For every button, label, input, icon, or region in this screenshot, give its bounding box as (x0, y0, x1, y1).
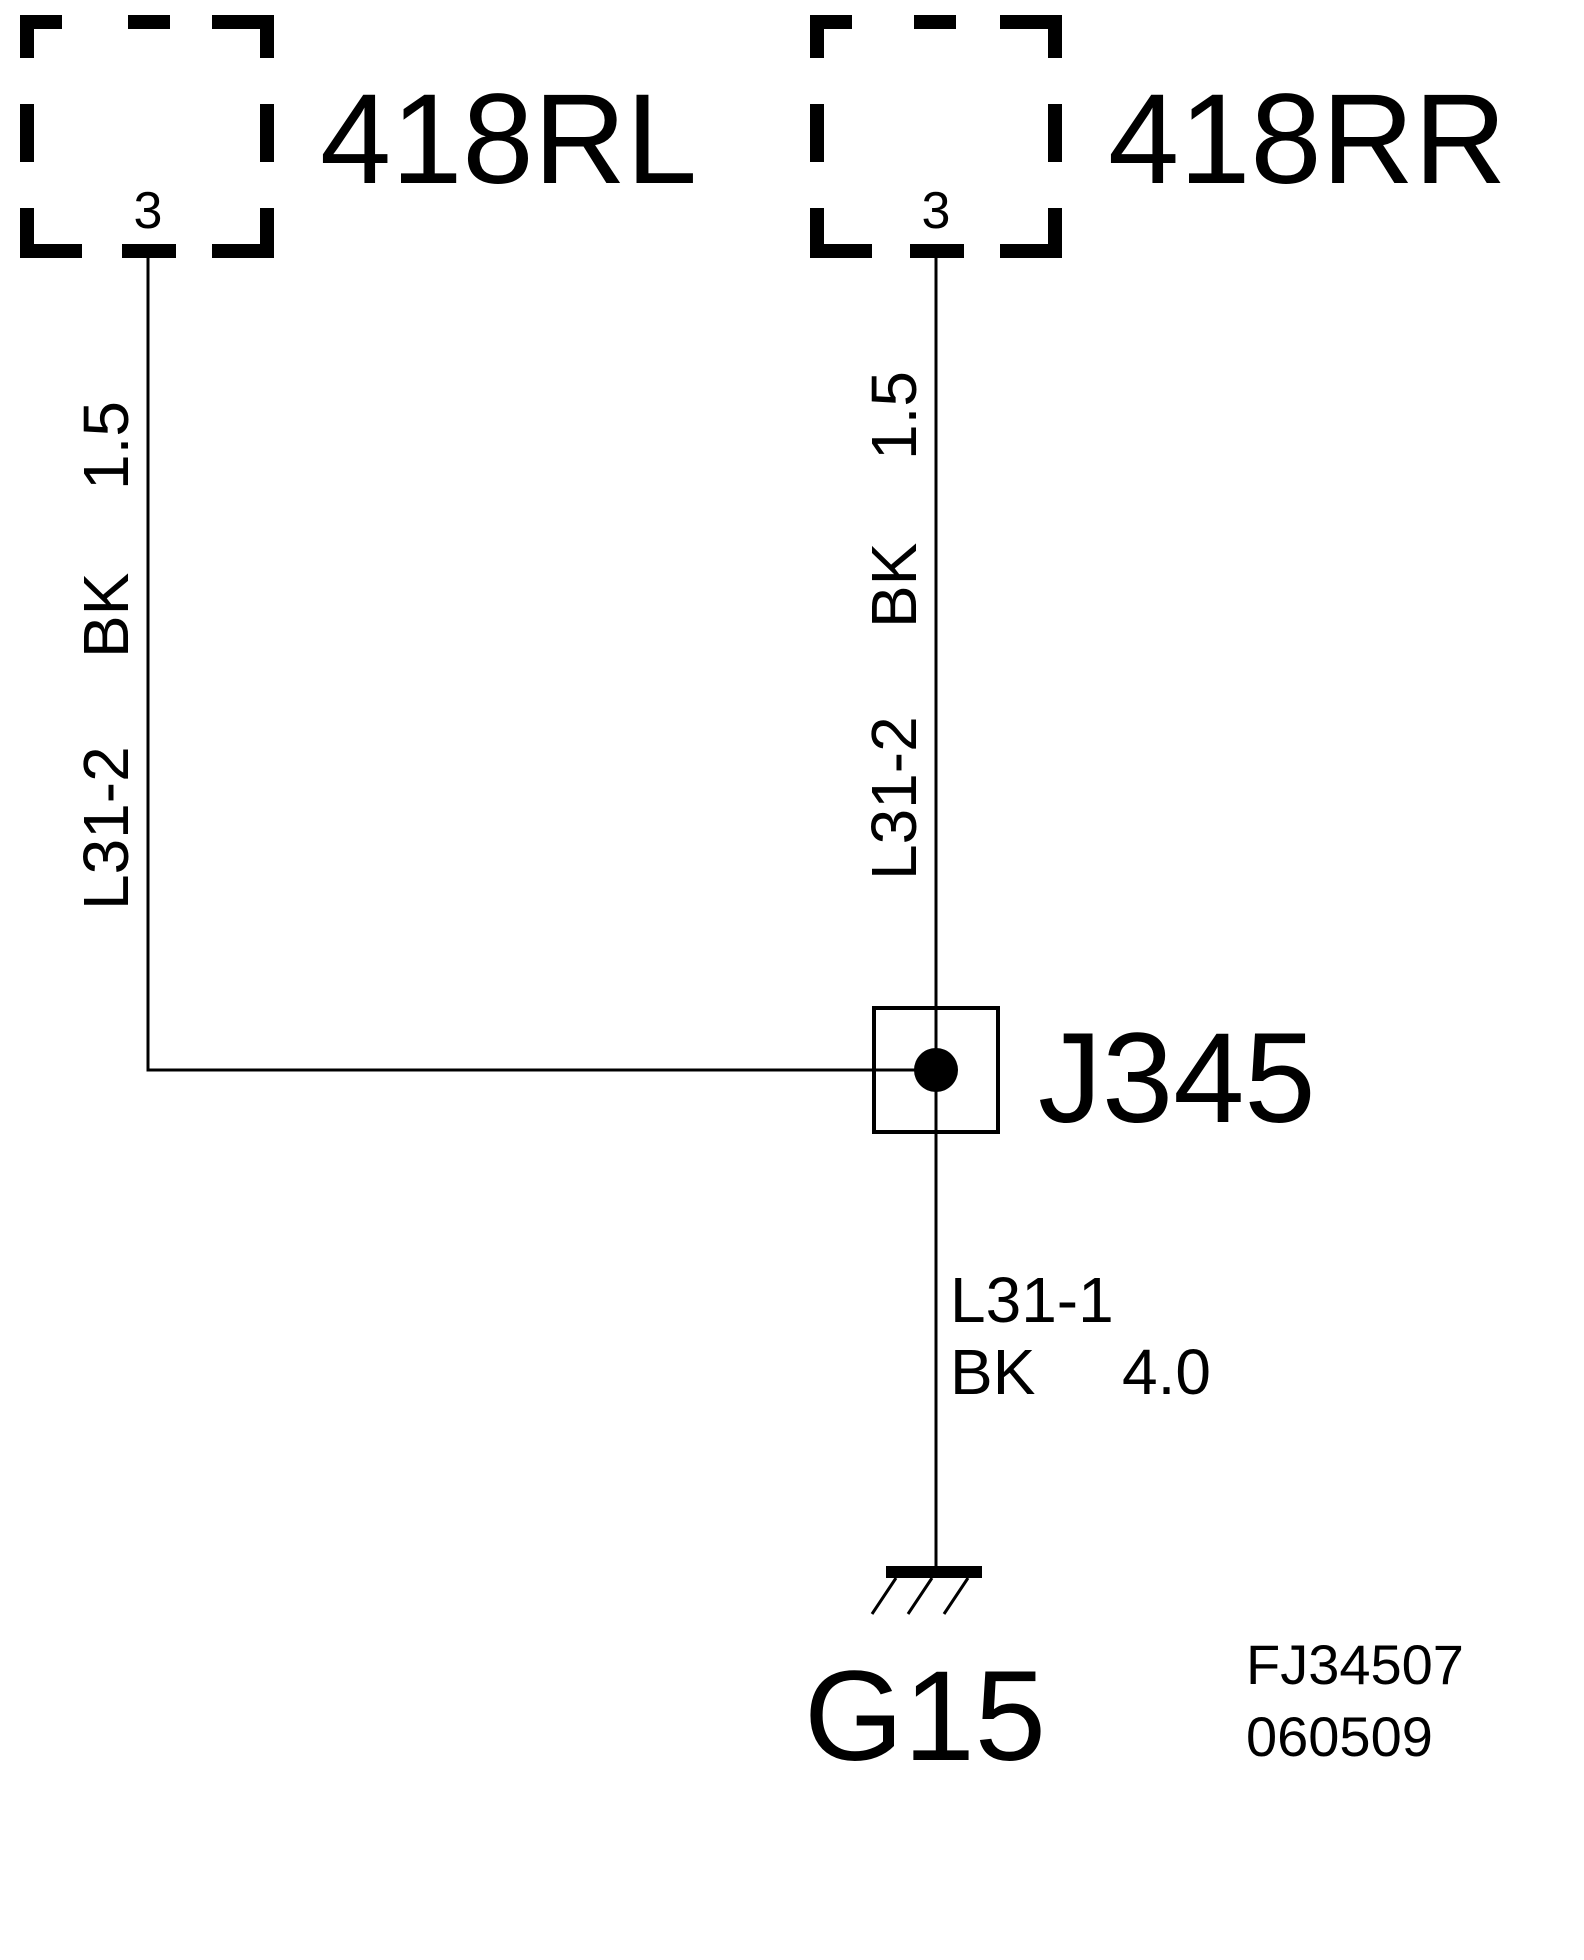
splice-label: J345 (1038, 1007, 1316, 1150)
ground-icon (870, 1566, 982, 1615)
wire-right-gauge: 1.5 (858, 371, 930, 460)
wire-left-gauge: 1.5 (70, 401, 142, 490)
wire-left-color: BK (70, 573, 142, 658)
ground-label: G15 (804, 1645, 1046, 1788)
wire-left (146, 258, 930, 1072)
wire-right-circuit: L31-2 (858, 716, 930, 880)
connector-418rl-label: 418RL (320, 68, 697, 211)
connector-418rl: 3 (20, 15, 274, 258)
wire-right-color: BK (858, 543, 930, 628)
connector-418rl-pin: 3 (134, 182, 163, 240)
wire-bottom-color: BK (950, 1336, 1035, 1408)
splice-j345 (872, 1006, 1000, 1134)
connector-418rr-pin: 3 (922, 182, 951, 240)
figure-date: 060509 (1246, 1705, 1433, 1768)
wire-bottom-circuit: L31-1 (950, 1264, 1114, 1336)
figure-code: FJ34507 (1246, 1633, 1464, 1696)
connector-418rr-label: 418RR (1108, 68, 1506, 211)
wire-left-circuit: L31-2 (70, 746, 142, 910)
connector-418rr: 3 (810, 15, 1062, 258)
wire-bottom-gauge: 4.0 (1122, 1336, 1211, 1408)
